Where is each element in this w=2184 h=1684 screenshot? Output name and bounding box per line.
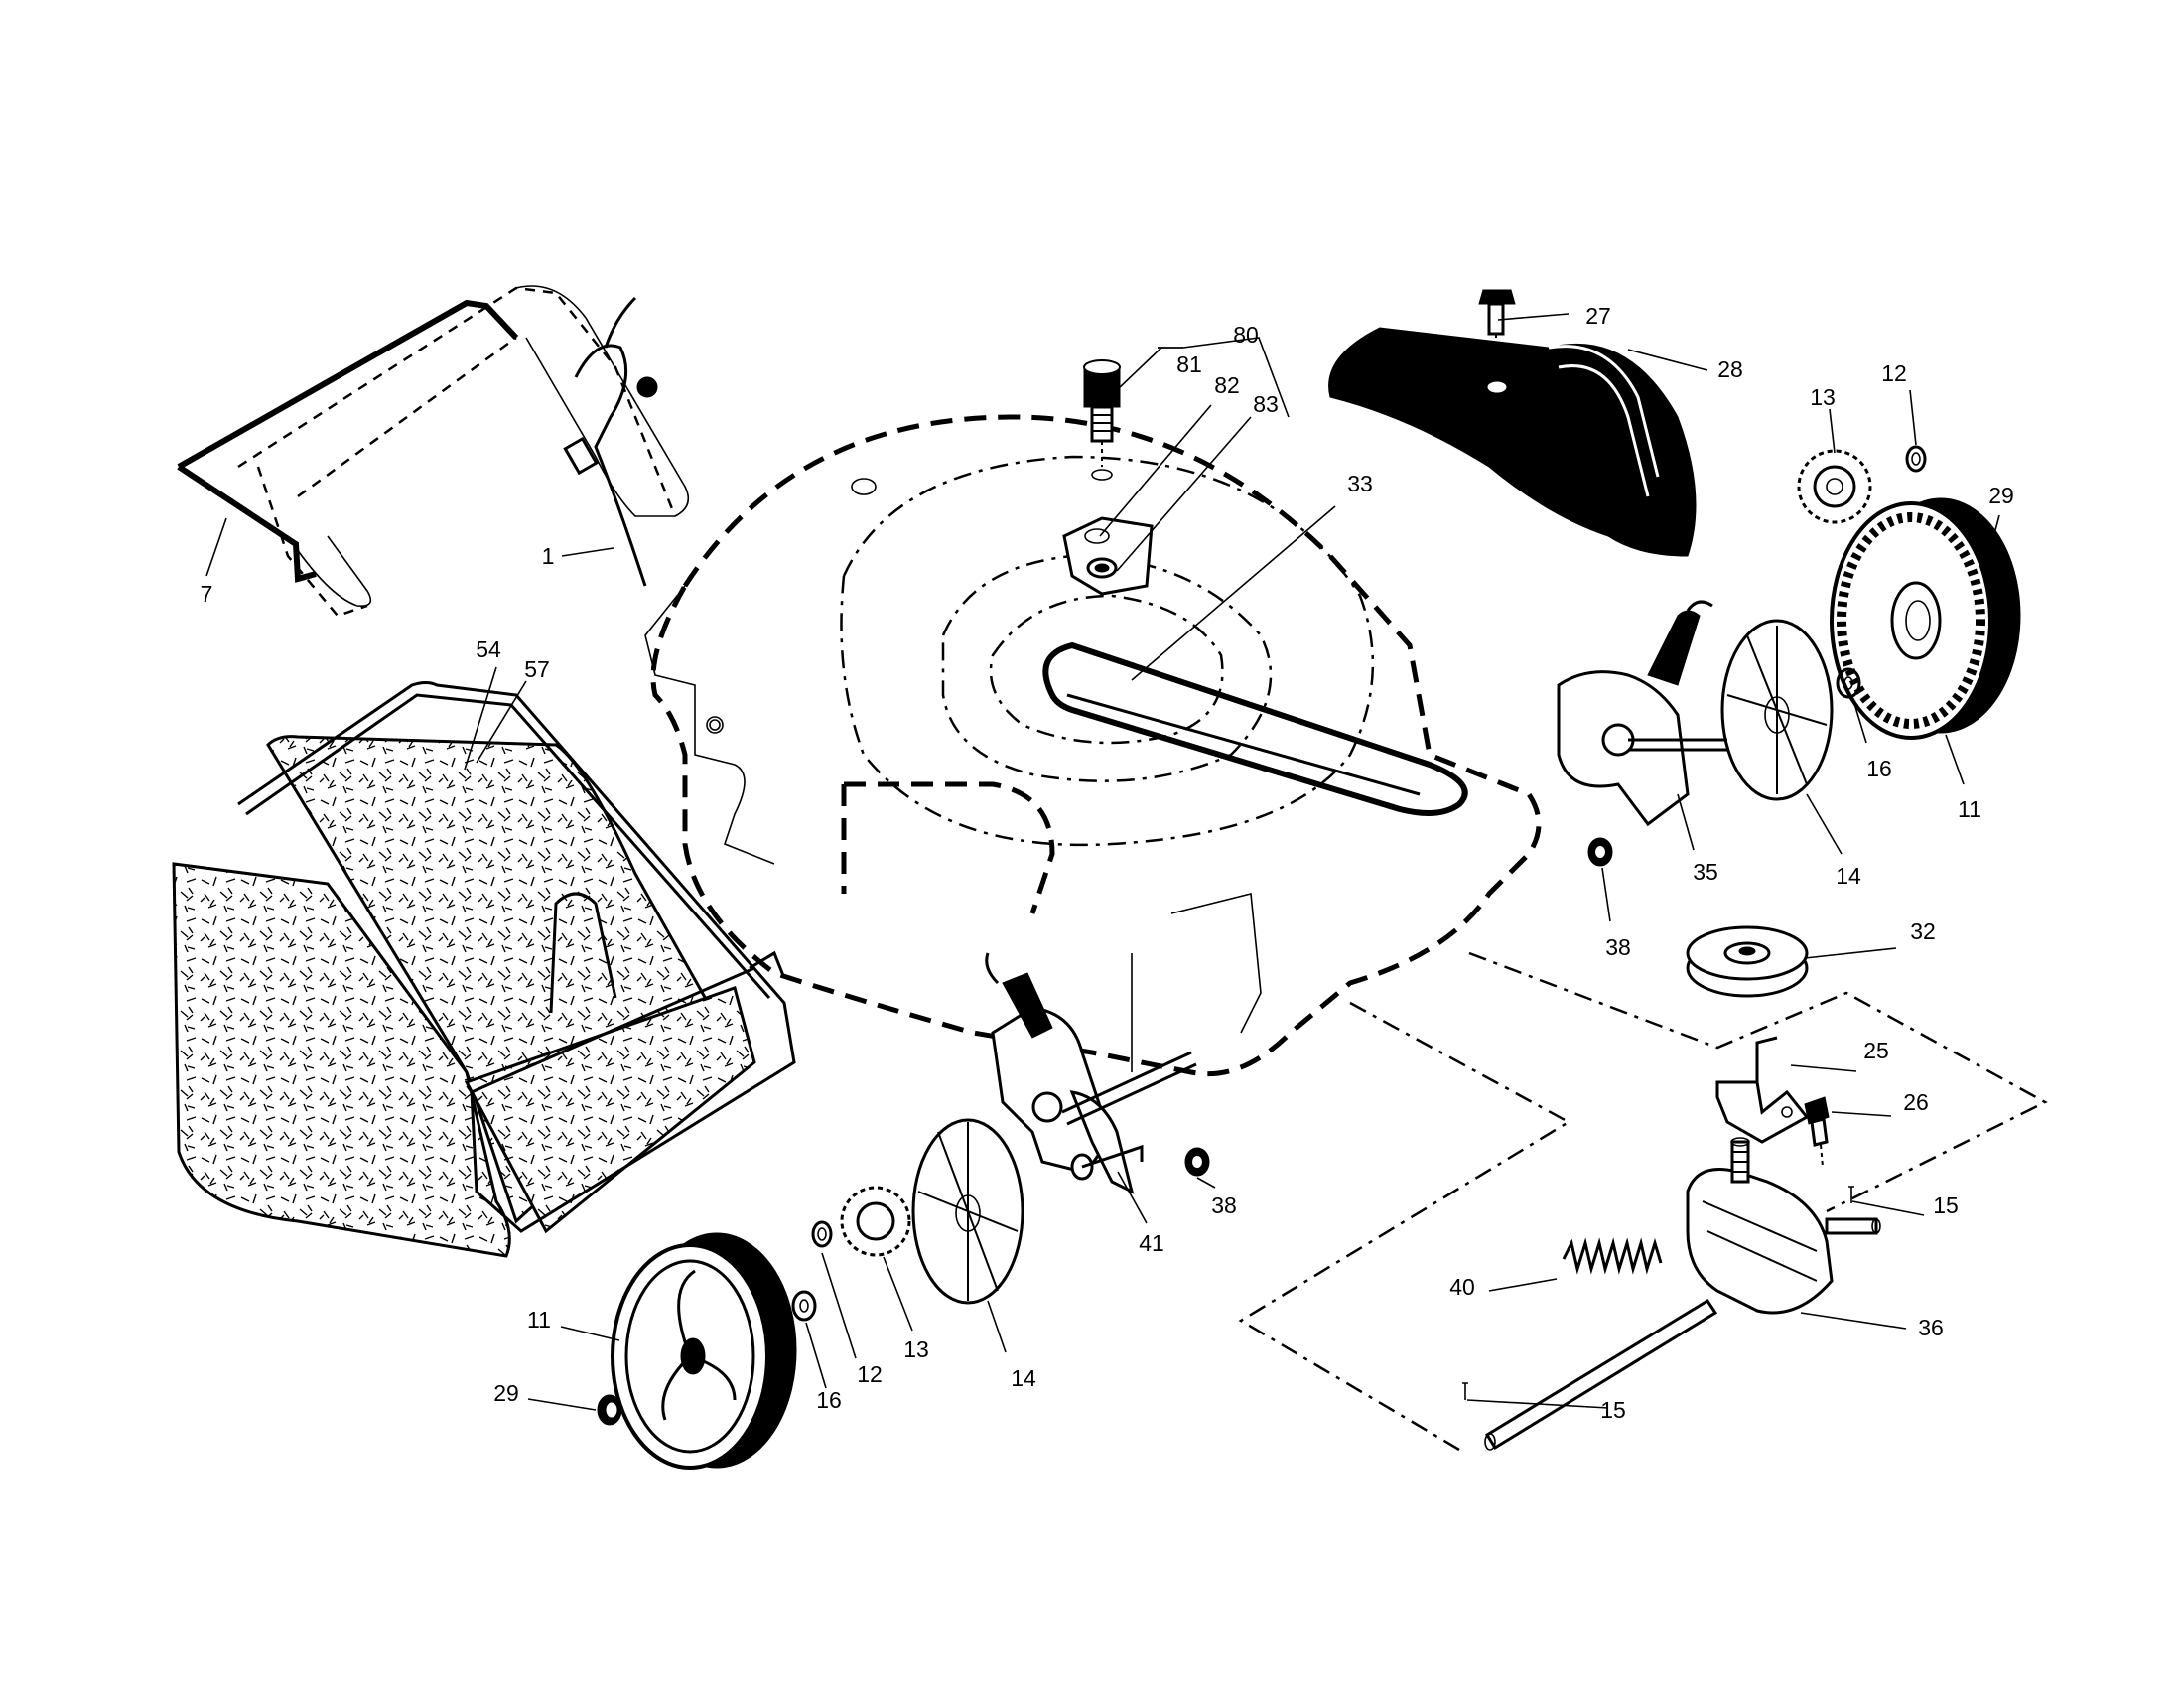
leader-lines [205,313,2000,1411]
mower-deck [644,414,1542,1077]
right-pivot-nut [1587,837,1613,867]
callout-25: 25 [1863,1038,1889,1063]
callout-1: 1 [542,543,555,569]
callout-14-right: 14 [1836,863,1861,889]
right-wheel-washer [1836,667,1861,699]
callout-12-left: 12 [857,1361,883,1387]
callout-33: 33 [1347,471,1373,496]
right-height-bracket [1557,600,1727,827]
callout-83: 83 [1253,391,1279,417]
callout-12-right: 12 [1881,360,1907,386]
left-wheel-hub [911,1118,1024,1305]
callout-38-right: 38 [1605,934,1631,960]
callout-27: 27 [1585,303,1611,329]
callout-82: 82 [1214,372,1240,398]
right-wheel-hub [1720,619,1834,801]
callout-7: 7 [201,581,213,607]
callout-57: 57 [524,656,550,682]
left-wheel-washer [791,1290,817,1322]
callout-32: 32 [1910,918,1936,944]
transmission [1686,1137,1881,1315]
right-washer [1905,445,1927,473]
callout-38-left: 38 [1211,1193,1237,1218]
callout-14-left: 14 [1011,1365,1036,1391]
retaining-pin-lower [1462,1382,1468,1400]
callout-81: 81 [1176,351,1202,377]
callout-13-left: 13 [903,1336,929,1362]
callout-36: 36 [1918,1315,1944,1340]
callout-11-left: 11 [527,1307,551,1333]
right-drive-gear [1797,449,1872,524]
left-pivot-nut [1184,1147,1210,1177]
left-hubcap-nut [597,1394,622,1426]
callout-54: 54 [476,636,501,662]
retaining-pin-upper [1848,1186,1854,1203]
bracket-bolt [1804,1096,1830,1168]
right-rear-wheel [1830,497,2021,740]
drive-axle [1484,1298,1718,1451]
transmission-zone-outline [1238,951,2048,1452]
callout-16-left: 16 [816,1387,842,1413]
left-washer [811,1220,833,1248]
callout-41: 41 [1139,1230,1164,1256]
drive-belt [1042,641,1468,816]
callout-16-right: 16 [1866,756,1892,781]
callout-15-upper: 15 [1933,1193,1959,1218]
upper-handle [177,285,690,618]
callout-29-right: 29 [1988,483,2014,508]
height-adjust-knob [1083,359,1121,481]
callout-29-left: 29 [493,1380,519,1406]
drive-pulley [1686,925,1809,998]
callout-26: 26 [1903,1089,1929,1115]
callout-15-lower: 15 [1600,1397,1626,1423]
callout-35: 35 [1693,859,1718,885]
drive-spring [1562,1237,1663,1275]
height-adjust-plate [1062,516,1154,596]
left-front-wheel [611,1232,797,1470]
callout-40: 40 [1449,1274,1475,1300]
callout-80: 80 [1233,322,1259,348]
callout-11-right: 11 [1958,796,1981,822]
rear-flap [1328,327,1697,557]
grass-bag [172,735,756,1258]
left-drive-gear [840,1186,911,1257]
left-height-bracket [985,952,1197,1194]
callout-28: 28 [1717,356,1743,382]
control-cable [563,296,658,587]
callout-13-right: 13 [1810,384,1836,410]
transmission-bracket [1715,1036,1810,1144]
callout-labels: 1 7 80 81 82 83 27 28 33 13 12 29 54 57 … [201,303,2014,1423]
